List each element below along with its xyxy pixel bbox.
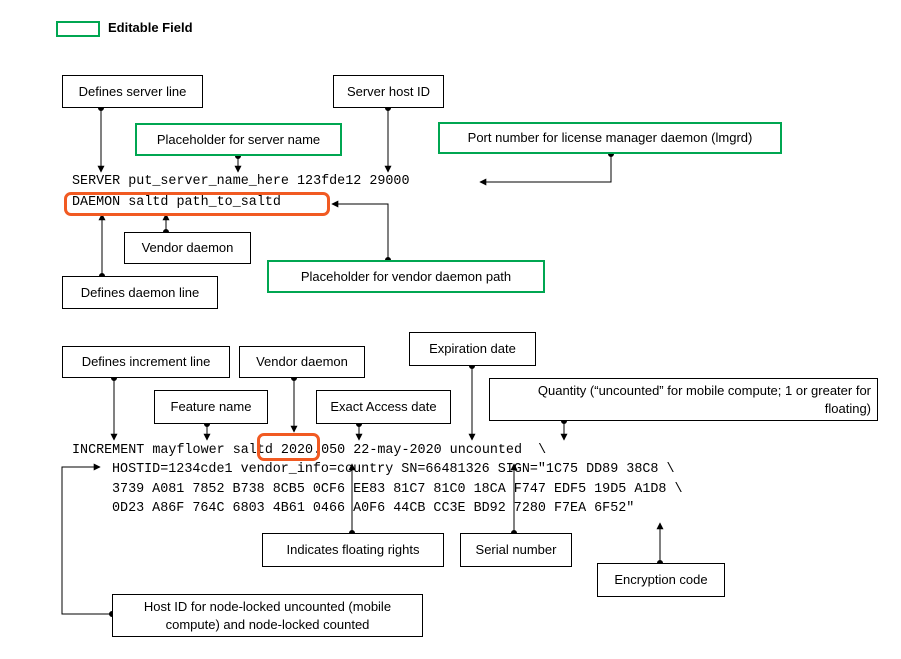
label-server-host-id: Server host ID [333, 75, 444, 108]
label-feature-name: Feature name [154, 390, 268, 424]
vendor-daemon-highlight [257, 433, 320, 461]
server-line-code: SERVER put_server_name_here 123fde12 290… [72, 174, 410, 189]
increment-line-4-code: 0D23 A86F 764C 6803 4B61 0466 A0F6 44CB … [112, 501, 635, 516]
label-exact-access-date: Exact Access date [316, 390, 451, 424]
label-expiration-date: Expiration date [409, 332, 536, 366]
daemon-line-code: DAEMON saltd path_to_saltd [72, 195, 281, 210]
label-vendor-daemon-2: Vendor daemon [239, 346, 365, 378]
label-encryption-code: Encryption code [597, 563, 725, 597]
label-defines-increment-line: Defines increment line [62, 346, 230, 378]
arrow-port-number [479, 154, 612, 186]
label-floating-rights: Indicates floating rights [262, 533, 444, 567]
increment-line-1-code: INCREMENT mayflower saltd 2020.050 22-ma… [72, 443, 547, 458]
arrow-placeholder-vendor-path [331, 200, 389, 260]
label-defines-daemon-line: Defines daemon line [62, 276, 218, 309]
label-defines-server-line: Defines server line [62, 75, 203, 108]
label-host-id-node-locked: Host ID for node-locked uncounted (mobil… [112, 594, 423, 637]
label-serial-number: Serial number [460, 533, 572, 567]
daemon-line-highlight [64, 192, 330, 216]
label-quantity: Quantity (“uncounted” for mobile compute… [489, 378, 878, 421]
editable-field-legend-swatch [56, 21, 100, 37]
increment-line-3-code: 3739 A081 7852 B738 8CB5 0CF6 EE83 81C7 … [112, 482, 683, 497]
label-vendor-daemon-1: Vendor daemon [124, 232, 251, 264]
editable-field-legend-label: Editable Field [108, 20, 193, 35]
label-placeholder-vendor-path: Placeholder for vendor daemon path [267, 260, 545, 293]
label-placeholder-server-name: Placeholder for server name [135, 123, 342, 156]
increment-line-2-code: HOSTID=1234cde1 vendor_info=country SN=6… [112, 462, 675, 477]
arrow-host-id-node-locked [61, 463, 112, 615]
label-port-number: Port number for license manager daemon (… [438, 122, 782, 154]
